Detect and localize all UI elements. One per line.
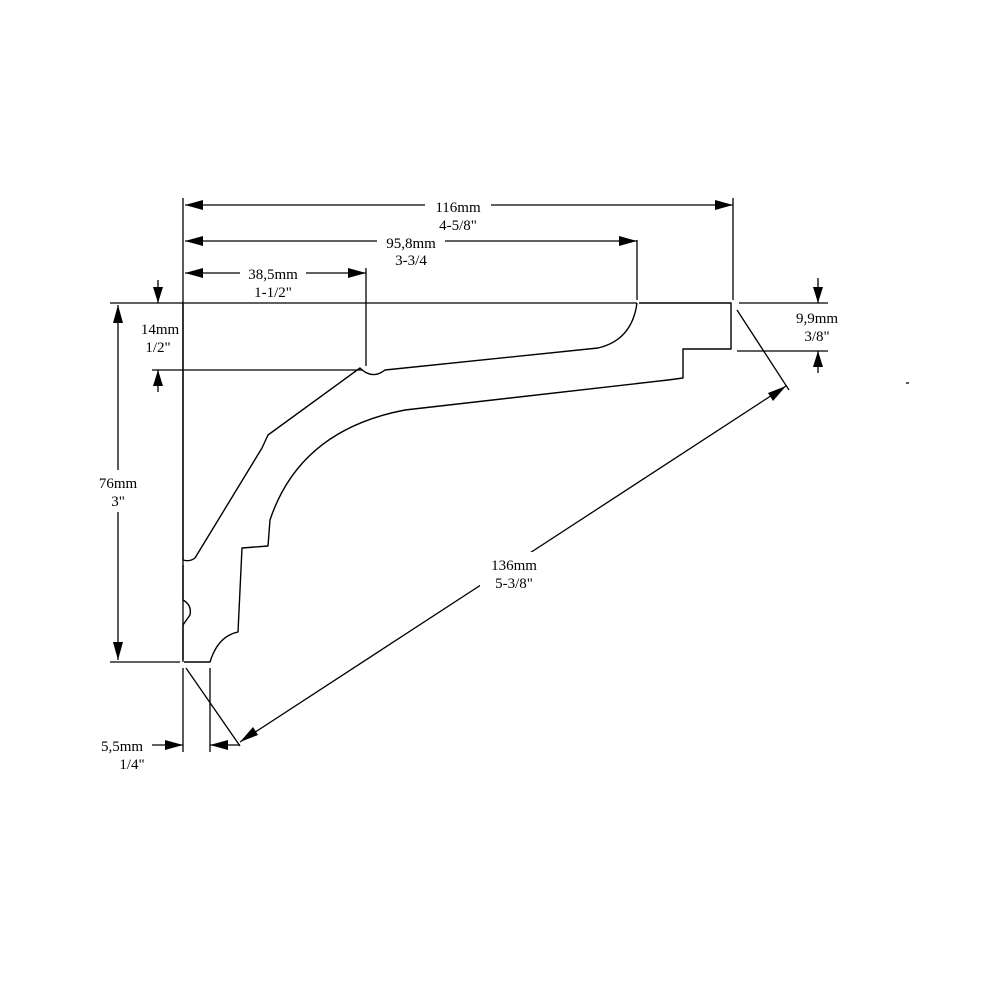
dim-height-9-metric: 9,9mm [796, 311, 838, 327]
dim-diagonal-imperial: 5-3/8" [495, 576, 533, 592]
profile-bead [182, 565, 192, 660]
dim-bottom-5: 5,5mm 1/4" [101, 739, 240, 773]
dim-height-9-imperial: 3/8" [804, 329, 829, 345]
dim-height-total-metric: 76mm [99, 476, 138, 492]
dim-bottom-5-metric: 5,5mm [101, 739, 143, 755]
molding-profile [182, 302, 732, 663]
dim-bottom-5-imperial: 1/4" [119, 757, 144, 773]
extension-lines [110, 198, 828, 752]
dim-width-total: 116mm 4-5/8" [185, 196, 733, 236]
dim-diagonal-metric: 136mm [491, 558, 537, 574]
dim-width-total-metric: 116mm [435, 200, 481, 216]
dim-height-9: 9,9mm 3/8" [796, 278, 838, 373]
dim-height-14-imperial: 1/2" [145, 340, 170, 356]
dim-height-14-metric: 14mm [141, 322, 180, 338]
dim-height-total: 76mm 3" [90, 305, 148, 660]
profile-top-edge [184, 302, 732, 663]
dim-height-14: 14mm 1/2" [141, 280, 180, 392]
dim-width-95-imperial: 3-3/4 [395, 253, 427, 269]
dim-height-total-imperial: 3" [111, 494, 125, 510]
dim-width-total-imperial: 4-5/8" [439, 218, 477, 234]
dim-width-38-metric: 38,5mm [248, 267, 298, 283]
dim-diagonal: 136mm 5-3/8" [239, 385, 787, 743]
dim-width-38: 38,5mm 1-1/2" [185, 264, 366, 302]
profile-front-face [182, 302, 638, 562]
dim-width-38-imperial: 1-1/2" [254, 285, 292, 301]
dim-width-95: 95,8mm 3-3/4 [185, 232, 637, 270]
dim-width-95-metric: 95,8mm [386, 236, 436, 252]
